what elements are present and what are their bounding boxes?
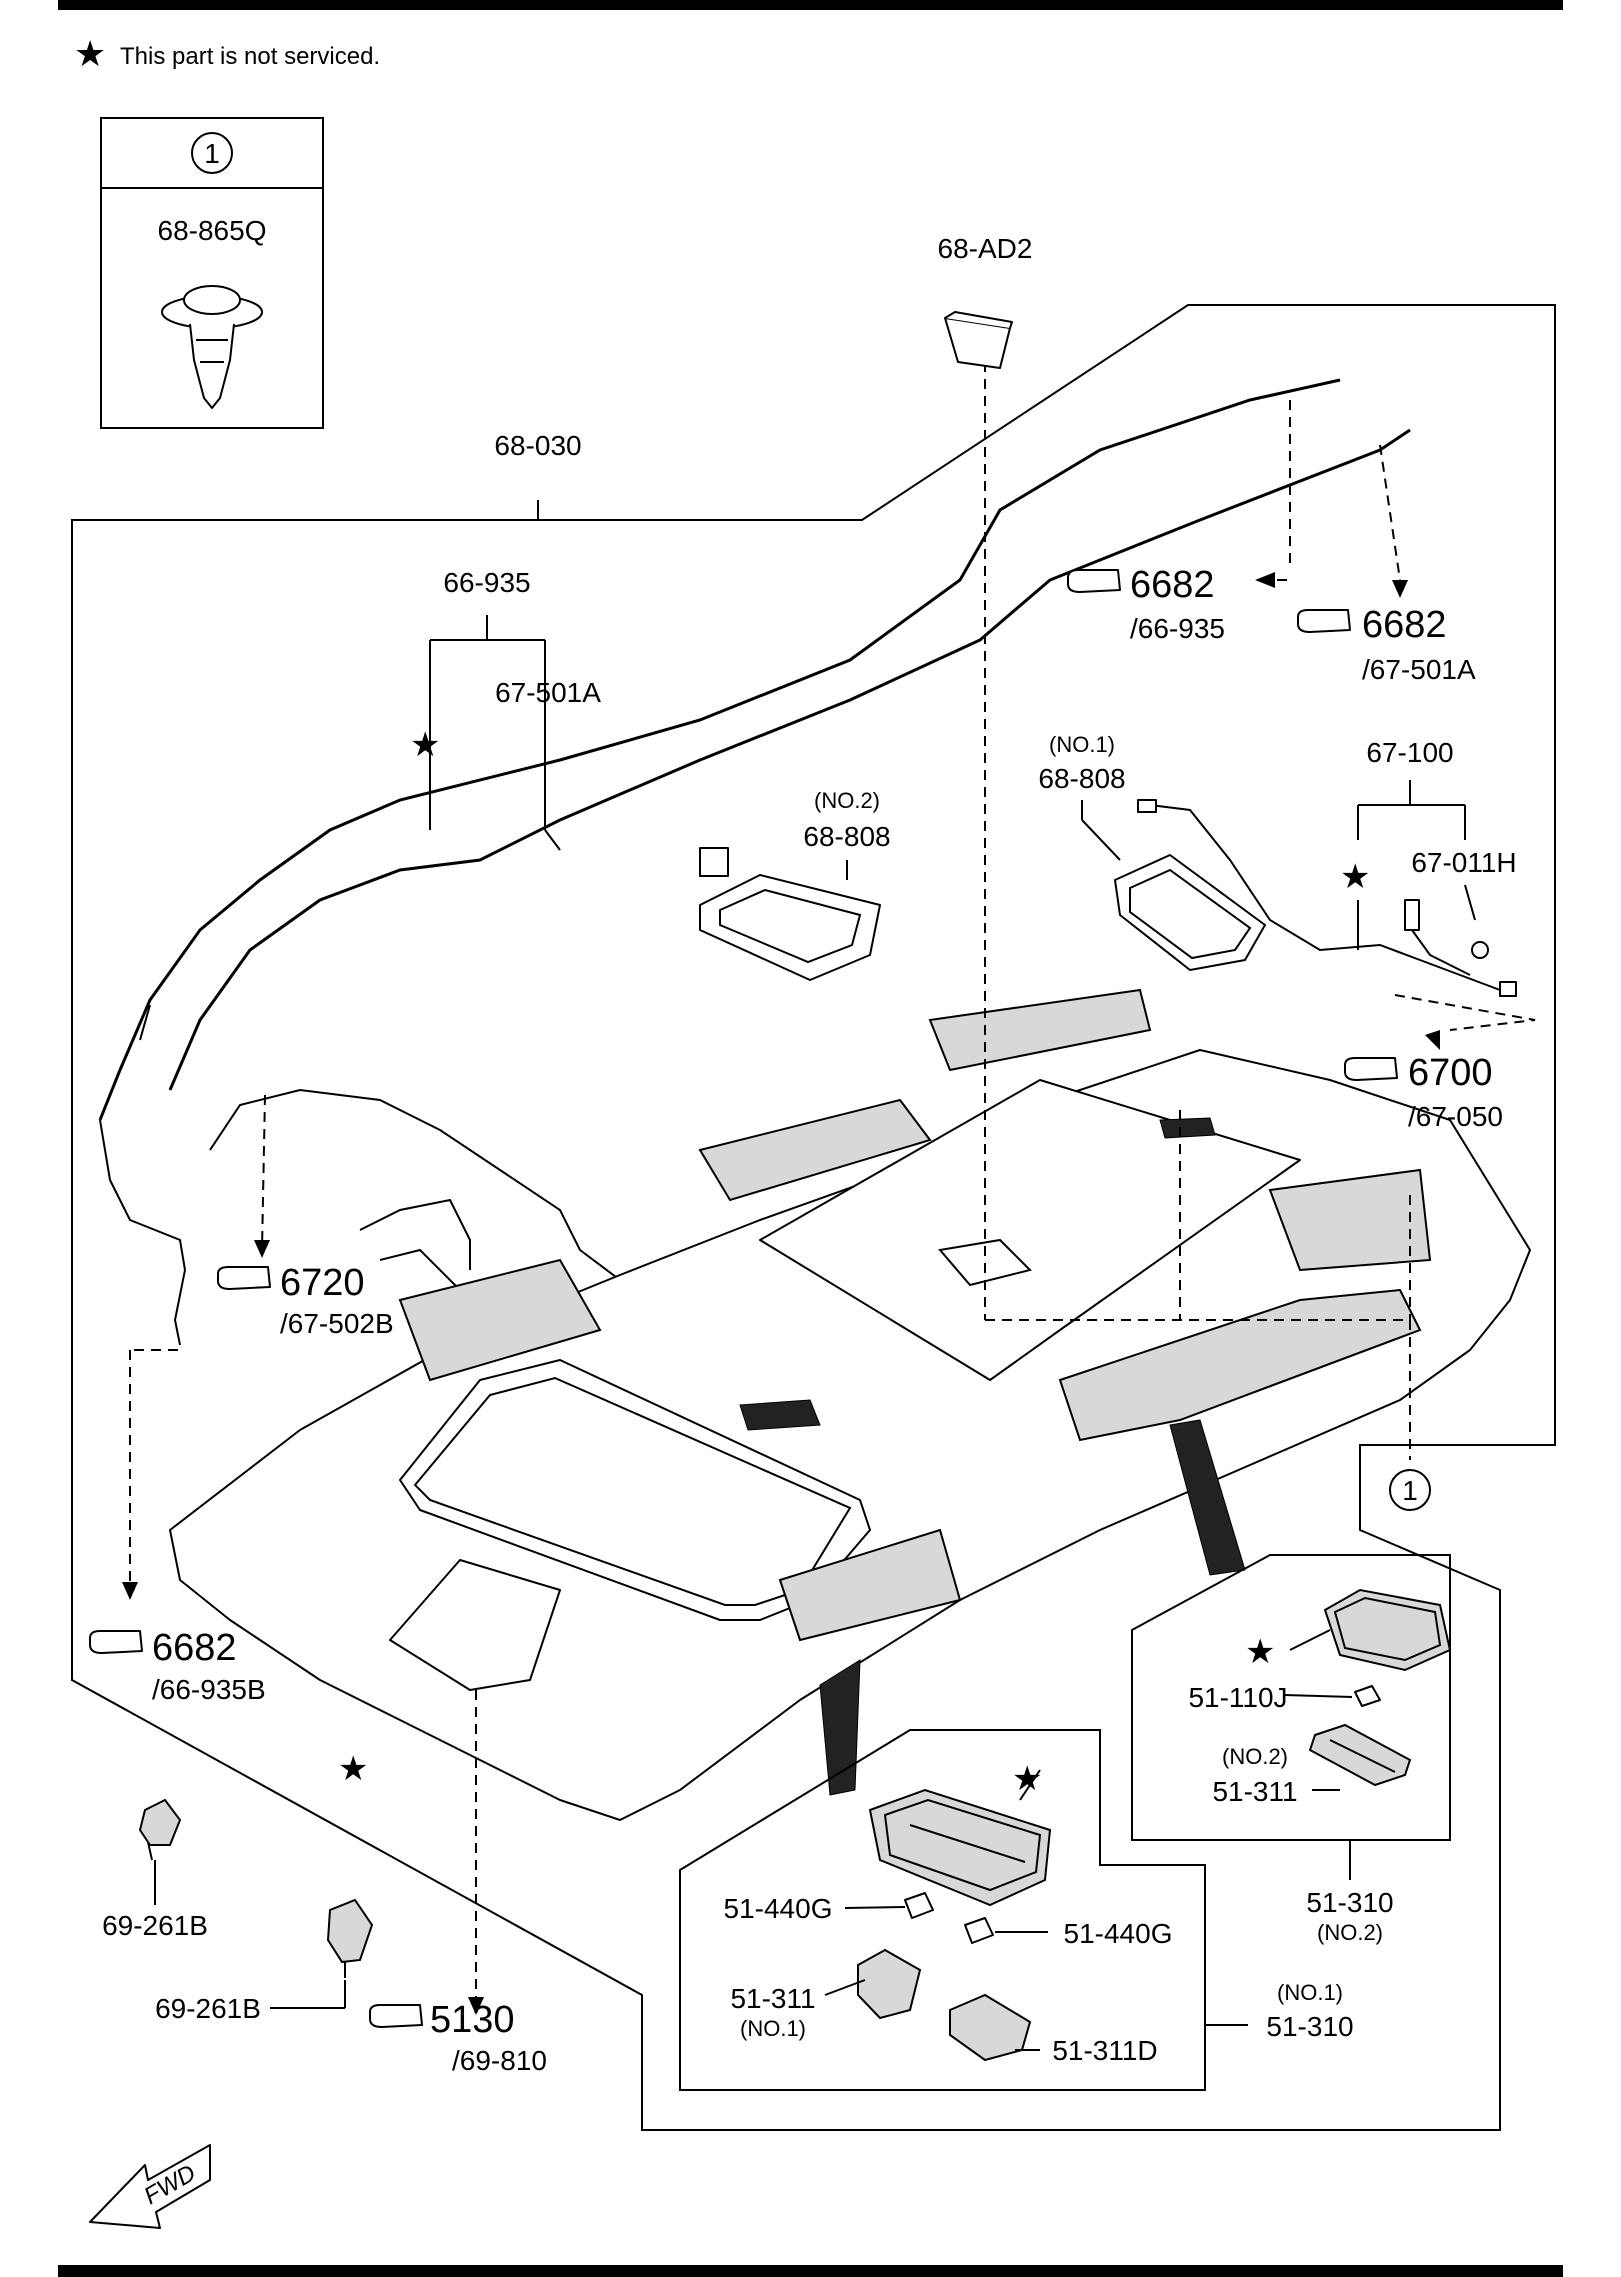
part-map-lamp-no1 [868,1788,1052,1907]
clip-icon [161,285,263,409]
detail-box-number: 1 [204,138,220,169]
ref-6682-b-sub: /67-501A [1362,654,1476,685]
forward-direction-arrow: FWD [89,2144,211,2229]
label-51-311-no1: 51-311 [730,1983,815,2014]
label-51-440g-a: 51-440G [724,1893,833,1924]
label-51-311-no1-qualifier: (NO.1) [740,2016,806,2041]
label-69-261b-b: 69-261B [155,1993,261,2024]
ref-6720: 6720 [280,1262,365,1304]
star-icon: ★ [1340,858,1370,896]
star-icon: ★ [410,726,440,764]
ref-5130: 5130 [430,1999,515,2041]
callout-circle-1-label: 1 [1402,1475,1418,1506]
label-51-440g-b: 51-440G [1064,1918,1173,1949]
label-68-808-no1: 68-808 [1038,763,1125,794]
ref-6682-a: 6682 [1130,564,1215,606]
part-51-110j-bulb [1354,1685,1381,1707]
part-51-440g-bulb-b [964,1917,994,1944]
label-68-ad2: 68-AD2 [938,233,1033,264]
label-68-808-no2: 68-808 [803,821,890,852]
legend-star-icon: ★ [74,33,106,74]
part-51-311-no1-lens [857,1948,922,2020]
ref-6700: 6700 [1408,1052,1493,1094]
callout-circle-1: 1 [1389,1469,1431,1511]
small-part-leaders [154,1629,1353,2051]
harness-67-501a [168,428,1411,1301]
headliner-body [169,988,1531,1821]
part-68-808-no2 [699,847,881,981]
label-67-011h: 67-011H [1411,847,1516,878]
harness-67-100 [1137,799,1517,997]
part-51-311-no2-lens [1308,1723,1412,1787]
label-67-501a: 67-501A [495,677,601,708]
top-border-bar [58,0,1563,10]
lamp-group-no1-outline [679,1729,1206,2091]
part-68-808-no1 [1114,854,1266,971]
label-69-261b-a: 69-261B [102,1910,208,1941]
label-51-311d: 51-311D [1052,2035,1157,2066]
part-map-lamp-no2 [1323,1588,1452,1672]
bottom-border-bar [58,2265,1563,2277]
label-51-311-no2: 51-311 [1212,1776,1297,1807]
label-68-808-no1-qualifier: (NO.1) [1049,732,1115,757]
label-51-310-no1-qualifier: (NO.1) [1277,1980,1343,2005]
detail-box-part-label: 68-865Q [158,215,267,246]
leader-lines [429,500,1476,950]
detail-box-clip: 1 68-865Q [100,117,324,429]
label-68-808-no2-qualifier: (NO.2) [814,788,880,813]
star-icon: ★ [1012,1760,1042,1798]
label-67-100: 67-100 [1366,737,1453,768]
label-51-311-no2-qualifier: (NO.2) [1222,1744,1288,1769]
star-icon: ★ [338,1750,368,1788]
lamp-group-no2-outline [1131,1554,1451,1841]
label-51-310-no2-qualifier: (NO.2) [1317,1920,1383,1945]
wire-harness-66-935 [98,378,1341,1346]
ref-6700-sub: /67-050 [1408,1101,1503,1132]
part-51-440g-bulb-a [904,1892,934,1919]
label-51-310-no2: 51-310 [1306,1887,1393,1918]
ref-6682-b: 6682 [1362,604,1447,646]
part-69-261b-clip-1 [138,1798,182,1861]
dashed-reference-lines [129,345,1536,2005]
label-68-030: 68-030 [494,430,581,461]
star-markers: ★ ★ ★ ★ ★ [338,726,1370,1798]
pointer-hand-icons [89,569,1398,2028]
arrowheads [122,572,1440,2015]
part-69-261b-clip-2 [326,1898,374,1978]
label-51-110j: 51-110J [1188,1682,1287,1713]
ref-5130-sub: /69-810 [452,2045,547,2076]
ref-6682-a-sub: /66-935 [1130,613,1225,644]
label-66-935: 66-935 [443,567,530,598]
label-51-310-no1: 51-310 [1266,2011,1353,2042]
ref-6682-c: 6682 [152,1627,237,1669]
main-boundary-outline [71,304,1556,2131]
ref-6720-sub: /67-502B [280,1308,394,1339]
legend-text: This part is not serviced. [120,43,380,70]
star-icon: ★ [1245,1633,1275,1671]
part-68-ad2 [944,311,1013,369]
ref-6682-c-sub: /66-935B [152,1674,266,1705]
